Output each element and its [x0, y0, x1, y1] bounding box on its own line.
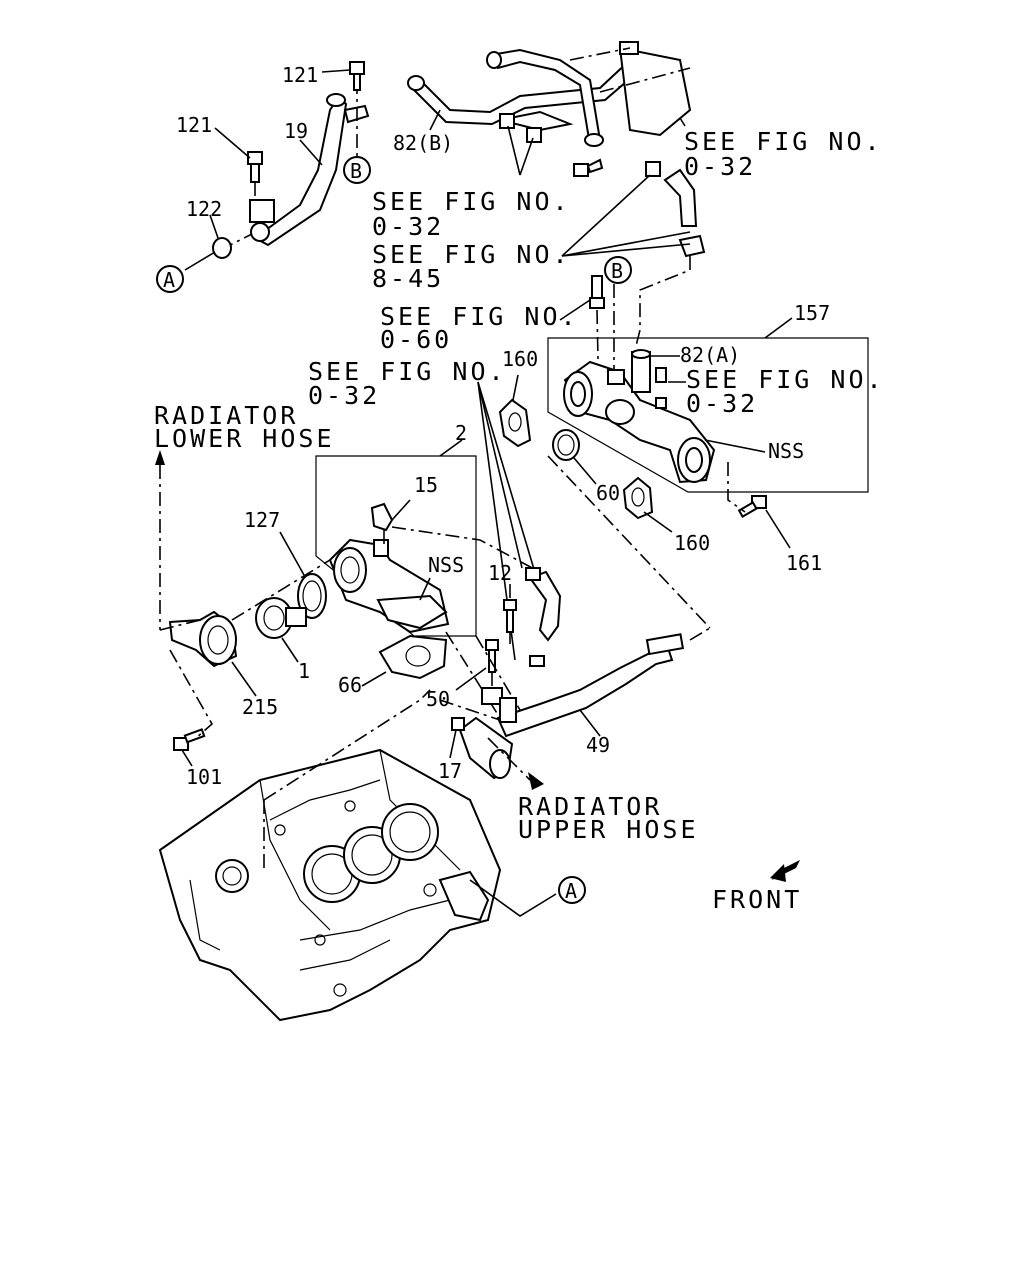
thermostat-housing-drawing — [328, 538, 450, 634]
o-ring-60-drawing — [552, 429, 580, 461]
callout-161: 161 — [786, 551, 822, 575]
radiator-lower-label: RADIATOR — [154, 401, 298, 430]
callout-157: 157 — [794, 301, 830, 325]
callout-82b: 82(B) — [393, 131, 453, 155]
see-fig-ref-060: SEE FIG NO. — [380, 302, 579, 331]
callout-49: 49 — [586, 733, 610, 757]
water-pipe-49-drawing — [481, 633, 685, 738]
fig-ref-8-45: 8-45 — [372, 264, 444, 293]
callout-1: 1 — [298, 659, 310, 683]
callout-17: 17 — [438, 759, 462, 783]
gasket-66-drawing — [378, 634, 448, 680]
circle-marker-a-top — [156, 265, 184, 293]
see-fig-ref-right: SEE FIG NO. — [686, 365, 885, 394]
callout-nss-housing: NSS — [428, 553, 464, 577]
circle-marker-a-bottom — [558, 876, 586, 904]
callout-12: 12 — [488, 561, 512, 585]
temperature-sensor-drawing — [559, 275, 605, 361]
see-fig-ref-top-right: SEE FIG NO. — [684, 127, 883, 156]
lower-hose-label: LOWER HOSE — [154, 424, 335, 453]
see-fig-ref-left: SEE FIG NO. — [308, 357, 507, 386]
fig-ref-0-32-top-right: 0-32 — [684, 152, 756, 181]
bolt-12-drawing — [503, 599, 517, 633]
arrow-to-upper-hose — [528, 772, 544, 790]
gasket-160-lower-drawing — [622, 476, 654, 520]
water-pipe-82b-drawing — [407, 41, 692, 177]
callout-215: 215 — [242, 695, 278, 719]
bolt-50-drawing — [485, 639, 499, 673]
circle-marker-b-top — [343, 156, 371, 184]
circle-a-bottom-label: A — [565, 879, 577, 903]
callout-82a: 82(A) — [680, 343, 740, 367]
circle-marker-b-mid — [604, 256, 632, 284]
callout-127: 127 — [244, 508, 280, 532]
fig-ref-0-60: 0-60 — [380, 325, 452, 354]
group-box-2 — [315, 455, 477, 637]
thermostat-1-drawing — [255, 597, 307, 639]
bolt-101-drawing — [173, 728, 206, 751]
callout-101: 101 — [186, 765, 222, 789]
callout-160-lower: 160 — [674, 531, 710, 555]
arrow-up-lower-hose — [155, 450, 165, 465]
callout-66: 66 — [338, 673, 362, 697]
fig-ref-0-32-right: 0-32 — [686, 389, 758, 418]
sensor-bracket-15-drawing — [370, 502, 394, 532]
water-pipe-19-drawing — [212, 61, 370, 259]
callout-60: 60 — [596, 481, 620, 505]
radiator-upper-label: RADIATOR — [518, 792, 662, 821]
callout-121-left: 121 — [176, 113, 212, 137]
upper-hose-label: UPPER HOSE — [518, 815, 699, 844]
bypass-hose-drawing — [635, 161, 706, 347]
gasket-160-upper-drawing — [498, 398, 532, 448]
see-fig-ref-032-mid: SEE FIG NO. — [372, 187, 571, 216]
circle-b-mid-label: B — [611, 259, 623, 283]
callout-121-top: 121 — [282, 63, 318, 87]
front-arrowhead — [770, 864, 786, 882]
callout-15: 15 — [414, 473, 438, 497]
callout-19: 19 — [284, 119, 308, 143]
fig-ref-0-32-left: 0-32 — [308, 381, 380, 410]
fig-ref-0-32-mid: 0-32 — [372, 212, 444, 241]
callout-160-upper: 160 — [502, 347, 538, 371]
circle-a-top-label: A — [163, 268, 175, 292]
circle-b-top-label: B — [350, 159, 362, 183]
bolt-161-drawing — [737, 495, 767, 518]
callout-2: 2 — [455, 421, 467, 445]
engine-block-drawing — [158, 748, 502, 1022]
see-fig-ref-845: SEE FIG NO. — [372, 240, 571, 269]
front-label: FRONT — [712, 885, 802, 914]
group-box-157 — [547, 337, 869, 493]
callout-122: 122 — [186, 197, 222, 221]
callout-nss-outlet: NSS — [768, 439, 804, 463]
water-outlet-pipe-drawing — [563, 349, 716, 484]
small-hose-drawing — [525, 567, 562, 667]
water-inlet-215-drawing — [168, 610, 238, 668]
water-outlet-17-drawing — [451, 716, 514, 780]
